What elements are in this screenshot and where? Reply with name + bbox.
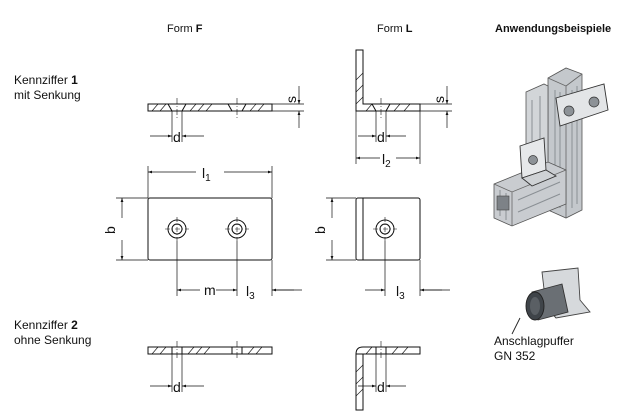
row-label-k1-number: 1: [71, 73, 78, 87]
dim-label-l1: l1: [202, 165, 211, 184]
accessory-caption-line2: GN 352: [494, 349, 536, 363]
form-f-k2-side-view: [147, 341, 273, 392]
accessory-caption-line1: Anschlagpuffer: [494, 334, 574, 348]
header-form-f: Form F: [167, 23, 202, 36]
dim-label-d-form-l-k1: d: [377, 129, 385, 145]
row-desc-kennziffer-1: mit Senkung: [14, 88, 81, 102]
form-f-k1-side-view: [147, 86, 304, 142]
countersink-left: [167, 103, 187, 112]
dim-label-l3-form-f: l3: [246, 283, 255, 302]
dim-label-b-form-f: b: [102, 226, 118, 234]
form-f-top-view: [116, 166, 302, 296]
row-label-k2-prefix: Kennziffer: [14, 318, 68, 332]
header-application-examples: Anwendungsbeispiele: [495, 23, 612, 35]
form-l-k1-side-view: [355, 49, 452, 164]
row-label-k2-number: 2: [71, 318, 78, 332]
header-form-l: Form L: [377, 23, 412, 36]
form-l-k2-side-view: [355, 341, 421, 411]
dim-label-b-form-l: b: [312, 226, 328, 234]
dim-label-d-form-f-k1: d: [173, 129, 181, 145]
dim-label-m: m: [204, 282, 216, 298]
countersink-right: [227, 103, 247, 112]
accessory-bumper-image: [511, 267, 591, 335]
header-form-f-prefix: Form: [167, 23, 193, 35]
dim-label-s-form-f: s: [283, 96, 299, 103]
header-form-l-prefix: Form: [377, 23, 403, 35]
dim-label-l3-form-l: l3: [396, 283, 405, 302]
dim-label-d-form-f-k2: d: [173, 379, 181, 395]
row-label-kennziffer-1: Kennziffer 1: [14, 73, 78, 87]
row-label-k1-prefix: Kennziffer: [14, 73, 68, 87]
row-desc-kennziffer-2: ohne Senkung: [14, 333, 92, 347]
form-l-top-view: [326, 197, 450, 296]
row-label-kennziffer-2: Kennziffer 2: [14, 318, 78, 332]
header-form-l-letter: L: [405, 23, 413, 35]
dim-label-l2: l2: [382, 151, 391, 170]
dim-label-d-form-l-k2: d: [377, 379, 385, 395]
application-example-profile-assembly: [493, 67, 609, 227]
header-form-f-letter: F: [195, 23, 203, 35]
dim-label-s-form-l: s: [431, 96, 447, 103]
